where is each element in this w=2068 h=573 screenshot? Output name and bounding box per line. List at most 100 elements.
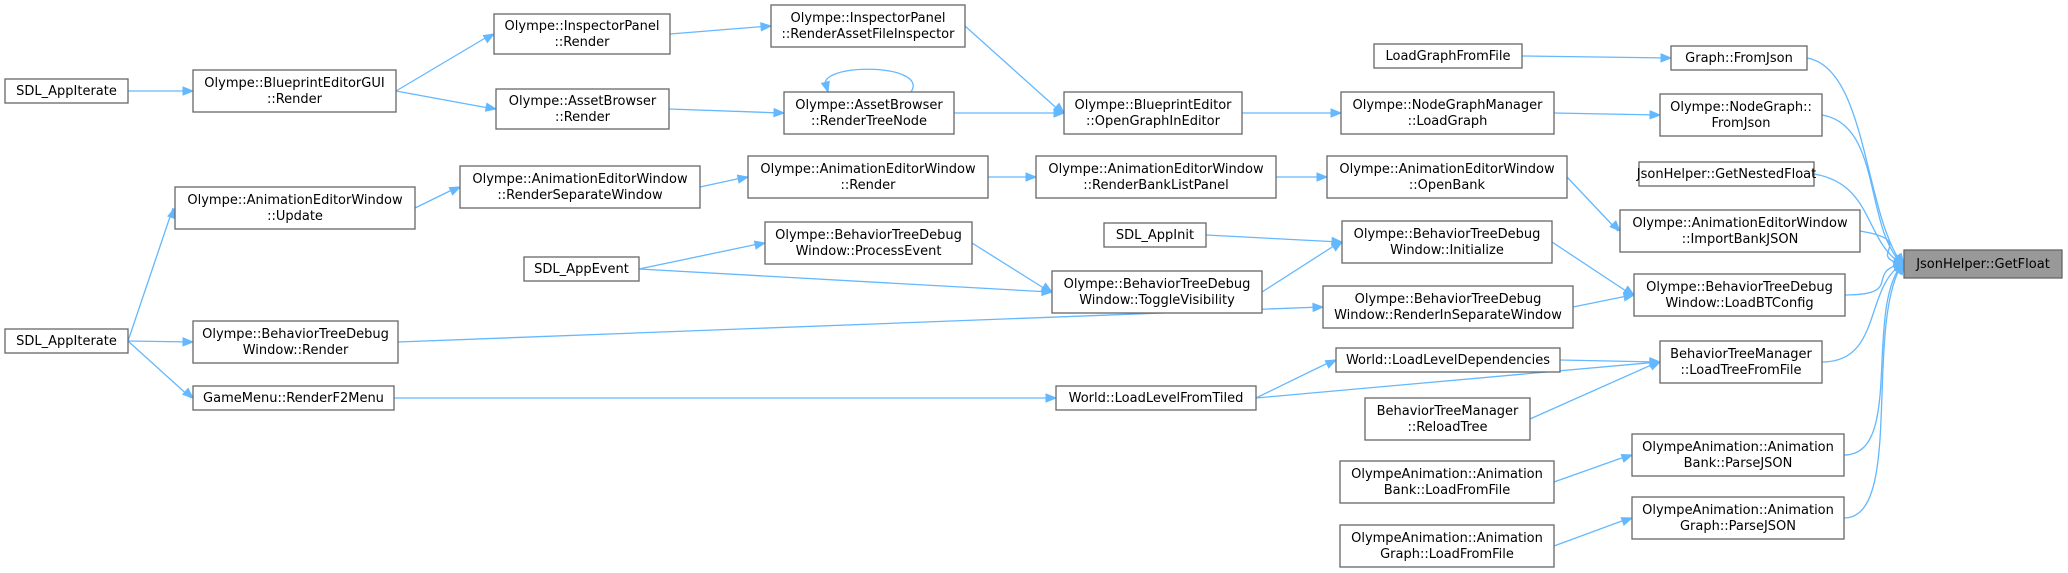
node-label: Olympe::AnimationEditorWindow: [1048, 162, 1264, 177]
edge-animeditor-importbankjson-to-jsonhelper-getfloat: [1859, 230, 1906, 267]
node-label: Graph::ParseJSON: [1680, 519, 1796, 534]
node-world-loadlevelfromtiled[interactable]: World::LoadLevelFromTiled: [1055, 385, 1257, 411]
edge-line: [1566, 176, 1619, 232]
node-label: Olympe::InspectorPanel: [505, 19, 660, 34]
node-label: ::LoadGraph: [1408, 114, 1488, 129]
node-graph-fromjson[interactable]: Graph::FromJson: [1670, 45, 1808, 71]
node-box: [1322, 285, 1574, 329]
edge-blueprinteditor-opengraph-to-nodegraphmanager-loadgraph: [1242, 108, 1343, 118]
node-assetbrowser-render[interactable]: Olympe::AssetBrowser::Render: [495, 88, 670, 130]
node-label: Olympe::BehaviorTreeDebug: [1354, 227, 1541, 242]
node-animeditor-importbankjson[interactable]: Olympe::AnimationEditorWindow::ImportBan…: [1619, 209, 1861, 253]
edge-line: [1521, 55, 1670, 59]
edge-world-loadlevelfromtiled-to-btmanager-loadtreefromfile: [1255, 358, 1662, 399]
edge-gamemenu-renderf2menu-to-world-loadlevelfromtiled: [394, 393, 1058, 403]
edge-animeditor-openbank-to-animeditor-importbankjson: [1566, 176, 1621, 232]
node-box: [174, 186, 416, 230]
edge-line: [1813, 173, 1903, 265]
node-label: FromJson: [1711, 116, 1770, 131]
node-box: [4, 78, 129, 104]
node-box: [1633, 273, 1846, 317]
node-inspectorpanel-renderasset[interactable]: Olympe::InspectorPanel::RenderAssetFileI…: [770, 4, 966, 48]
edge-arrowhead: [167, 206, 176, 220]
node-btdebug-renderinseparatewindow[interactable]: Olympe::BehaviorTreeDebugWindow::RenderI…: [1322, 285, 1574, 329]
node-animeditor-renderseparatewindow[interactable]: Olympe::AnimationEditorWindow::RenderSep…: [459, 165, 701, 209]
edge-sdl-appiterate-bottom-to-animeditor-update: [127, 206, 176, 342]
node-label: BehaviorTreeManager: [1670, 347, 1812, 362]
node-box: [192, 69, 397, 113]
node-box: [1373, 43, 1523, 69]
node-label: World::LoadLevelDependencies: [1346, 353, 1550, 368]
node-sdl-appiterate-bottom[interactable]: SDL_AppIterate: [4, 328, 129, 354]
edge-arrowhead: [448, 186, 462, 196]
node-label: ::RenderTreeNode: [811, 114, 927, 129]
node-label: Olympe::BlueprintEditorGUI: [204, 76, 384, 91]
edge-arrowhead: [482, 33, 496, 44]
node-btmanager-reloadtree[interactable]: BehaviorTreeManager::ReloadTree: [1364, 397, 1531, 441]
node-sdl-appiterate-top[interactable]: SDL_AppIterate: [4, 78, 129, 104]
node-box: [1631, 433, 1845, 477]
edge-arrowhead: [1620, 517, 1634, 527]
node-box: [1055, 385, 1257, 411]
node-label: Olympe::NodeGraphManager: [1353, 98, 1544, 113]
node-nodegraph-fromjson[interactable]: Olympe::NodeGraph::FromJson: [1659, 93, 1823, 137]
node-box: [764, 221, 973, 265]
node-loadgraphfromfile[interactable]: LoadGraphFromFile: [1373, 43, 1523, 69]
node-label: Window::LoadBTConfig: [1665, 296, 1813, 311]
node-label: ::RenderAssetFileInspector: [782, 27, 956, 42]
node-label: Olympe::BehaviorTreeDebug: [1646, 280, 1833, 295]
node-label: Olympe::NodeGraph::: [1670, 100, 1812, 115]
node-btdebug-initialize[interactable]: Olympe::BehaviorTreeDebugWindow::Initial…: [1341, 220, 1553, 264]
node-animbank-loadfromfile[interactable]: OlympeAnimation::AnimationBank::LoadFrom…: [1339, 460, 1555, 504]
edge-line: [1843, 263, 1903, 456]
node-animgraph-loadfromfile[interactable]: OlympeAnimation::AnimationGraph::LoadFro…: [1339, 524, 1555, 568]
node-gamemenu-renderf2menu[interactable]: GameMenu::RenderF2Menu: [192, 385, 395, 411]
edge-assetbrowser-rendertreenode-to-blueprinteditor-opengraph: [954, 108, 1066, 118]
node-box: [1326, 155, 1568, 199]
edge-blueprinteditorgui-render-to-assetbrowser-render: [395, 90, 498, 112]
edge-line: [971, 242, 1051, 293]
edge-line: [1859, 230, 1903, 265]
node-nodegraphmanager-loadgraph[interactable]: Olympe::NodeGraphManager::LoadGraph: [1340, 91, 1555, 135]
node-box: [493, 13, 671, 55]
node-sdl-appevent[interactable]: SDL_AppEvent: [523, 256, 640, 282]
node-label: ::Render: [267, 92, 323, 107]
node-btdebug-togglevisibility[interactable]: Olympe::BehaviorTreeDebugWindow::ToggleV…: [1051, 270, 1263, 314]
node-animeditor-render[interactable]: Olympe::AnimationEditorWindow::Render: [747, 155, 989, 199]
node-world-loadleveldependencies[interactable]: World::LoadLevelDependencies: [1335, 347, 1561, 373]
node-animeditor-update[interactable]: Olympe::AnimationEditorWindow::Update: [174, 186, 416, 230]
edge-animgraph-loadfromfile-to-animgraph-parsejson: [1553, 517, 1634, 547]
node-box: [1364, 397, 1531, 441]
node-animeditor-renderbanklistpanel[interactable]: Olympe::AnimationEditorWindow::RenderBan…: [1035, 155, 1277, 199]
edge-arrowhead: [1649, 358, 1662, 368]
edge-line: [638, 242, 764, 270]
node-btdebug-loadbtconfig[interactable]: Olympe::BehaviorTreeDebugWindow::LoadBTC…: [1633, 273, 1846, 317]
node-animbank-parsejson[interactable]: OlympeAnimation::AnimationBank::ParseJSO…: [1631, 433, 1845, 477]
edge-animeditor-renderbanklistpanel-to-animeditor-openbank: [1276, 172, 1329, 182]
edge-sdl-appinit-to-btdebug-initialize: [1205, 234, 1344, 247]
edge-line: [1821, 263, 1903, 363]
edge-line: [127, 340, 192, 399]
edge-assetbrowser-render-to-assetbrowser-rendertreenode: [668, 107, 786, 118]
edge-sdl-appiterate-bottom-to-gamemenu-renderf2menu: [127, 340, 195, 399]
node-jsonhelper-getnestedfloat[interactable]: JsonHelper::GetNestedFloat: [1636, 161, 1816, 187]
node-label: Olympe::AnimationEditorWindow: [1339, 162, 1555, 177]
edge-arrowhead: [182, 86, 195, 96]
node-label: OlympeAnimation::Animation: [1351, 467, 1543, 482]
node-box: [1638, 161, 1815, 187]
node-label: ::ImportBankJSON: [1682, 232, 1799, 247]
edge-world-loadlevelfromtiled-to-world-loadleveldependencies: [1255, 359, 1338, 399]
node-sdl-appinit[interactable]: SDL_AppInit: [1103, 222, 1207, 248]
node-blueprinteditor-opengraph[interactable]: Olympe::BlueprintEditor::OpenGraphInEdit…: [1063, 91, 1243, 135]
node-blueprinteditorgui-render[interactable]: Olympe::BlueprintEditorGUI::Render: [192, 69, 397, 113]
node-animgraph-parsejson[interactable]: OlympeAnimation::AnimationGraph::ParseJS…: [1631, 496, 1845, 540]
node-assetbrowser-rendertreenode[interactable]: Olympe::AssetBrowser::RenderTreeNode: [783, 91, 955, 135]
node-jsonhelper-getfloat[interactable]: JsonHelper::GetFloat: [1903, 249, 2063, 279]
node-btdebug-processevent[interactable]: Olympe::BehaviorTreeDebugWindow::Process…: [764, 221, 973, 265]
node-btmanager-loadtreefromfile[interactable]: BehaviorTreeManager::LoadTreeFromFile: [1659, 340, 1823, 384]
node-label: Olympe::AnimationEditorWindow: [760, 162, 976, 177]
node-animeditor-openbank[interactable]: Olympe::AnimationEditorWindow::OpenBank: [1326, 155, 1568, 199]
node-inspectorpanel-render[interactable]: Olympe::InspectorPanel::Render: [493, 13, 671, 55]
